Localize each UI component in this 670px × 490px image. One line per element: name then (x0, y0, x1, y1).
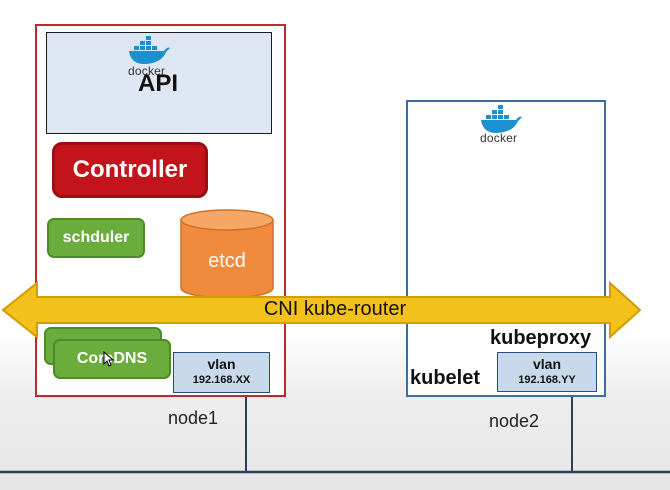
docker-whale-icon (481, 105, 522, 133)
api-box[interactable] (46, 32, 272, 134)
controller-button[interactable]: Controller (52, 142, 208, 198)
cni-label: CNI kube-router (263, 298, 407, 320)
vlan-node1-ip: 192.168.XX (192, 374, 251, 386)
vlan-node2-title: vlan (532, 356, 561, 372)
node1-label: node1 (168, 408, 219, 428)
node2-label: node2 (489, 411, 540, 431)
scheduler-button[interactable]: schduler (47, 218, 145, 258)
docker-label: docker (480, 131, 518, 145)
vlan-node1[interactable]: vlan 192.168.XX (173, 352, 270, 393)
vlan-node1-title: vlan (207, 356, 236, 372)
node2-box (406, 100, 606, 397)
etcd-cylinder-icon[interactable] (178, 208, 276, 302)
mouse-cursor-icon (103, 351, 115, 367)
docker-label: docker (128, 64, 166, 78)
vlan-node2-ip: 192.168.YY (518, 374, 576, 386)
cni-arrow-icon (1, 280, 642, 340)
kubeproxy-label: kubeproxy (490, 327, 592, 349)
etcd-label: etcd (208, 250, 246, 272)
vlan-node2[interactable]: vlan 192.168.YY (497, 352, 597, 392)
kubelet-label: kubelet (410, 367, 481, 389)
docker-whale-icon (129, 36, 170, 64)
api-label: API (137, 70, 178, 97)
